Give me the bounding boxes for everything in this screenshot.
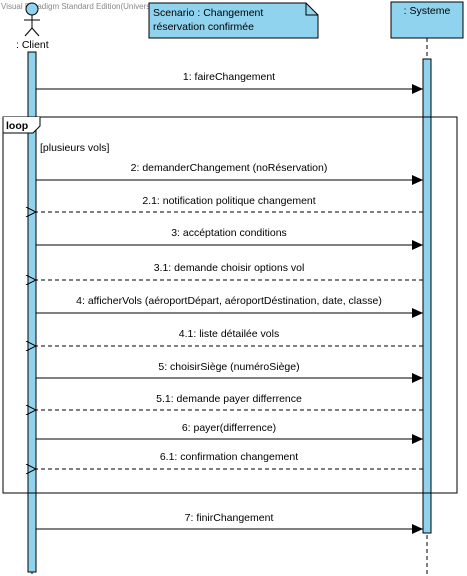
message-label: 5: choisirSiège (numéroSiège) <box>158 361 299 373</box>
scenario-note[interactable]: Scenario : Changement réservation confir… <box>148 2 319 39</box>
watermark: Visual Paradigm Standard Edition(Univers… <box>1 2 198 11</box>
message-label: 5.1: demande payer differrence <box>156 393 302 405</box>
message-label: 4: afficherVols (aéroportDépart, aéropor… <box>76 295 382 307</box>
note-fold <box>305 3 318 16</box>
message-label: 2.1: notification politique changement <box>142 195 315 207</box>
note-shape <box>148 2 319 39</box>
message-label: 6: payer(differrence) <box>182 422 276 434</box>
message-6-1[interactable]: 6.1: confirmation changement <box>36 451 423 469</box>
loop-operator-tab <box>2 117 41 134</box>
message-label: 4.1: liste détailée vols <box>179 328 279 340</box>
system-box <box>390 1 464 39</box>
message-label: 6.1: confirmation changement <box>160 451 298 463</box>
note-line-1: Scenario : Changement <box>153 7 263 19</box>
actor-right-leg <box>31 27 40 37</box>
loop-fragment[interactable]: loop [plusieurs vols] <box>2 116 458 494</box>
actor-head <box>25 2 39 16</box>
message-2-1[interactable]: 2.1: notification politique changement <box>36 195 423 212</box>
client-activation-bar <box>27 51 37 573</box>
loop-guard: [plusieurs vols] <box>40 142 110 154</box>
message-label: 3.1: demande choisir options vol <box>154 262 305 274</box>
message-4-1[interactable]: 4.1: liste détailée vols <box>36 328 423 346</box>
message-3-1[interactable]: 3.1: demande choisir options vol <box>36 262 423 280</box>
message-6[interactable]: 6: payer(differrence) <box>36 422 423 444</box>
message-7[interactable]: 7: finirChangement <box>36 512 423 534</box>
message-5-1[interactable]: 5.1: demande payer differrence <box>36 393 423 410</box>
message-label: 2: demanderChangement (noRéservation) <box>131 162 328 174</box>
system-label: : Systeme <box>404 5 451 17</box>
client-label: : Client <box>16 39 49 51</box>
message-label: 3: accéptation conditions <box>171 227 287 239</box>
client-actor[interactable]: : Client <box>16 2 49 51</box>
loop-operator-label: loop <box>6 120 28 132</box>
system-activation-bar <box>422 58 432 534</box>
message-label: 7: finirChangement <box>185 512 274 524</box>
message-4[interactable]: 4: afficherVols (aéroportDépart, aéropor… <box>36 295 423 318</box>
message-3[interactable]: 3: accéptation conditions <box>36 227 423 250</box>
system-participant[interactable]: : Systeme <box>390 1 464 39</box>
message-2[interactable]: 2: demanderChangement (noRéservation) <box>36 162 423 185</box>
message-label: 1: faireChangement <box>183 71 275 83</box>
loop-frame <box>2 116 458 494</box>
note-line-2: réservation confirmée <box>153 21 254 33</box>
actor-left-leg <box>24 27 33 37</box>
message-1[interactable]: 1: faireChangement <box>36 71 423 94</box>
message-5[interactable]: 5: choisirSiège (numéroSiège) <box>36 361 423 383</box>
